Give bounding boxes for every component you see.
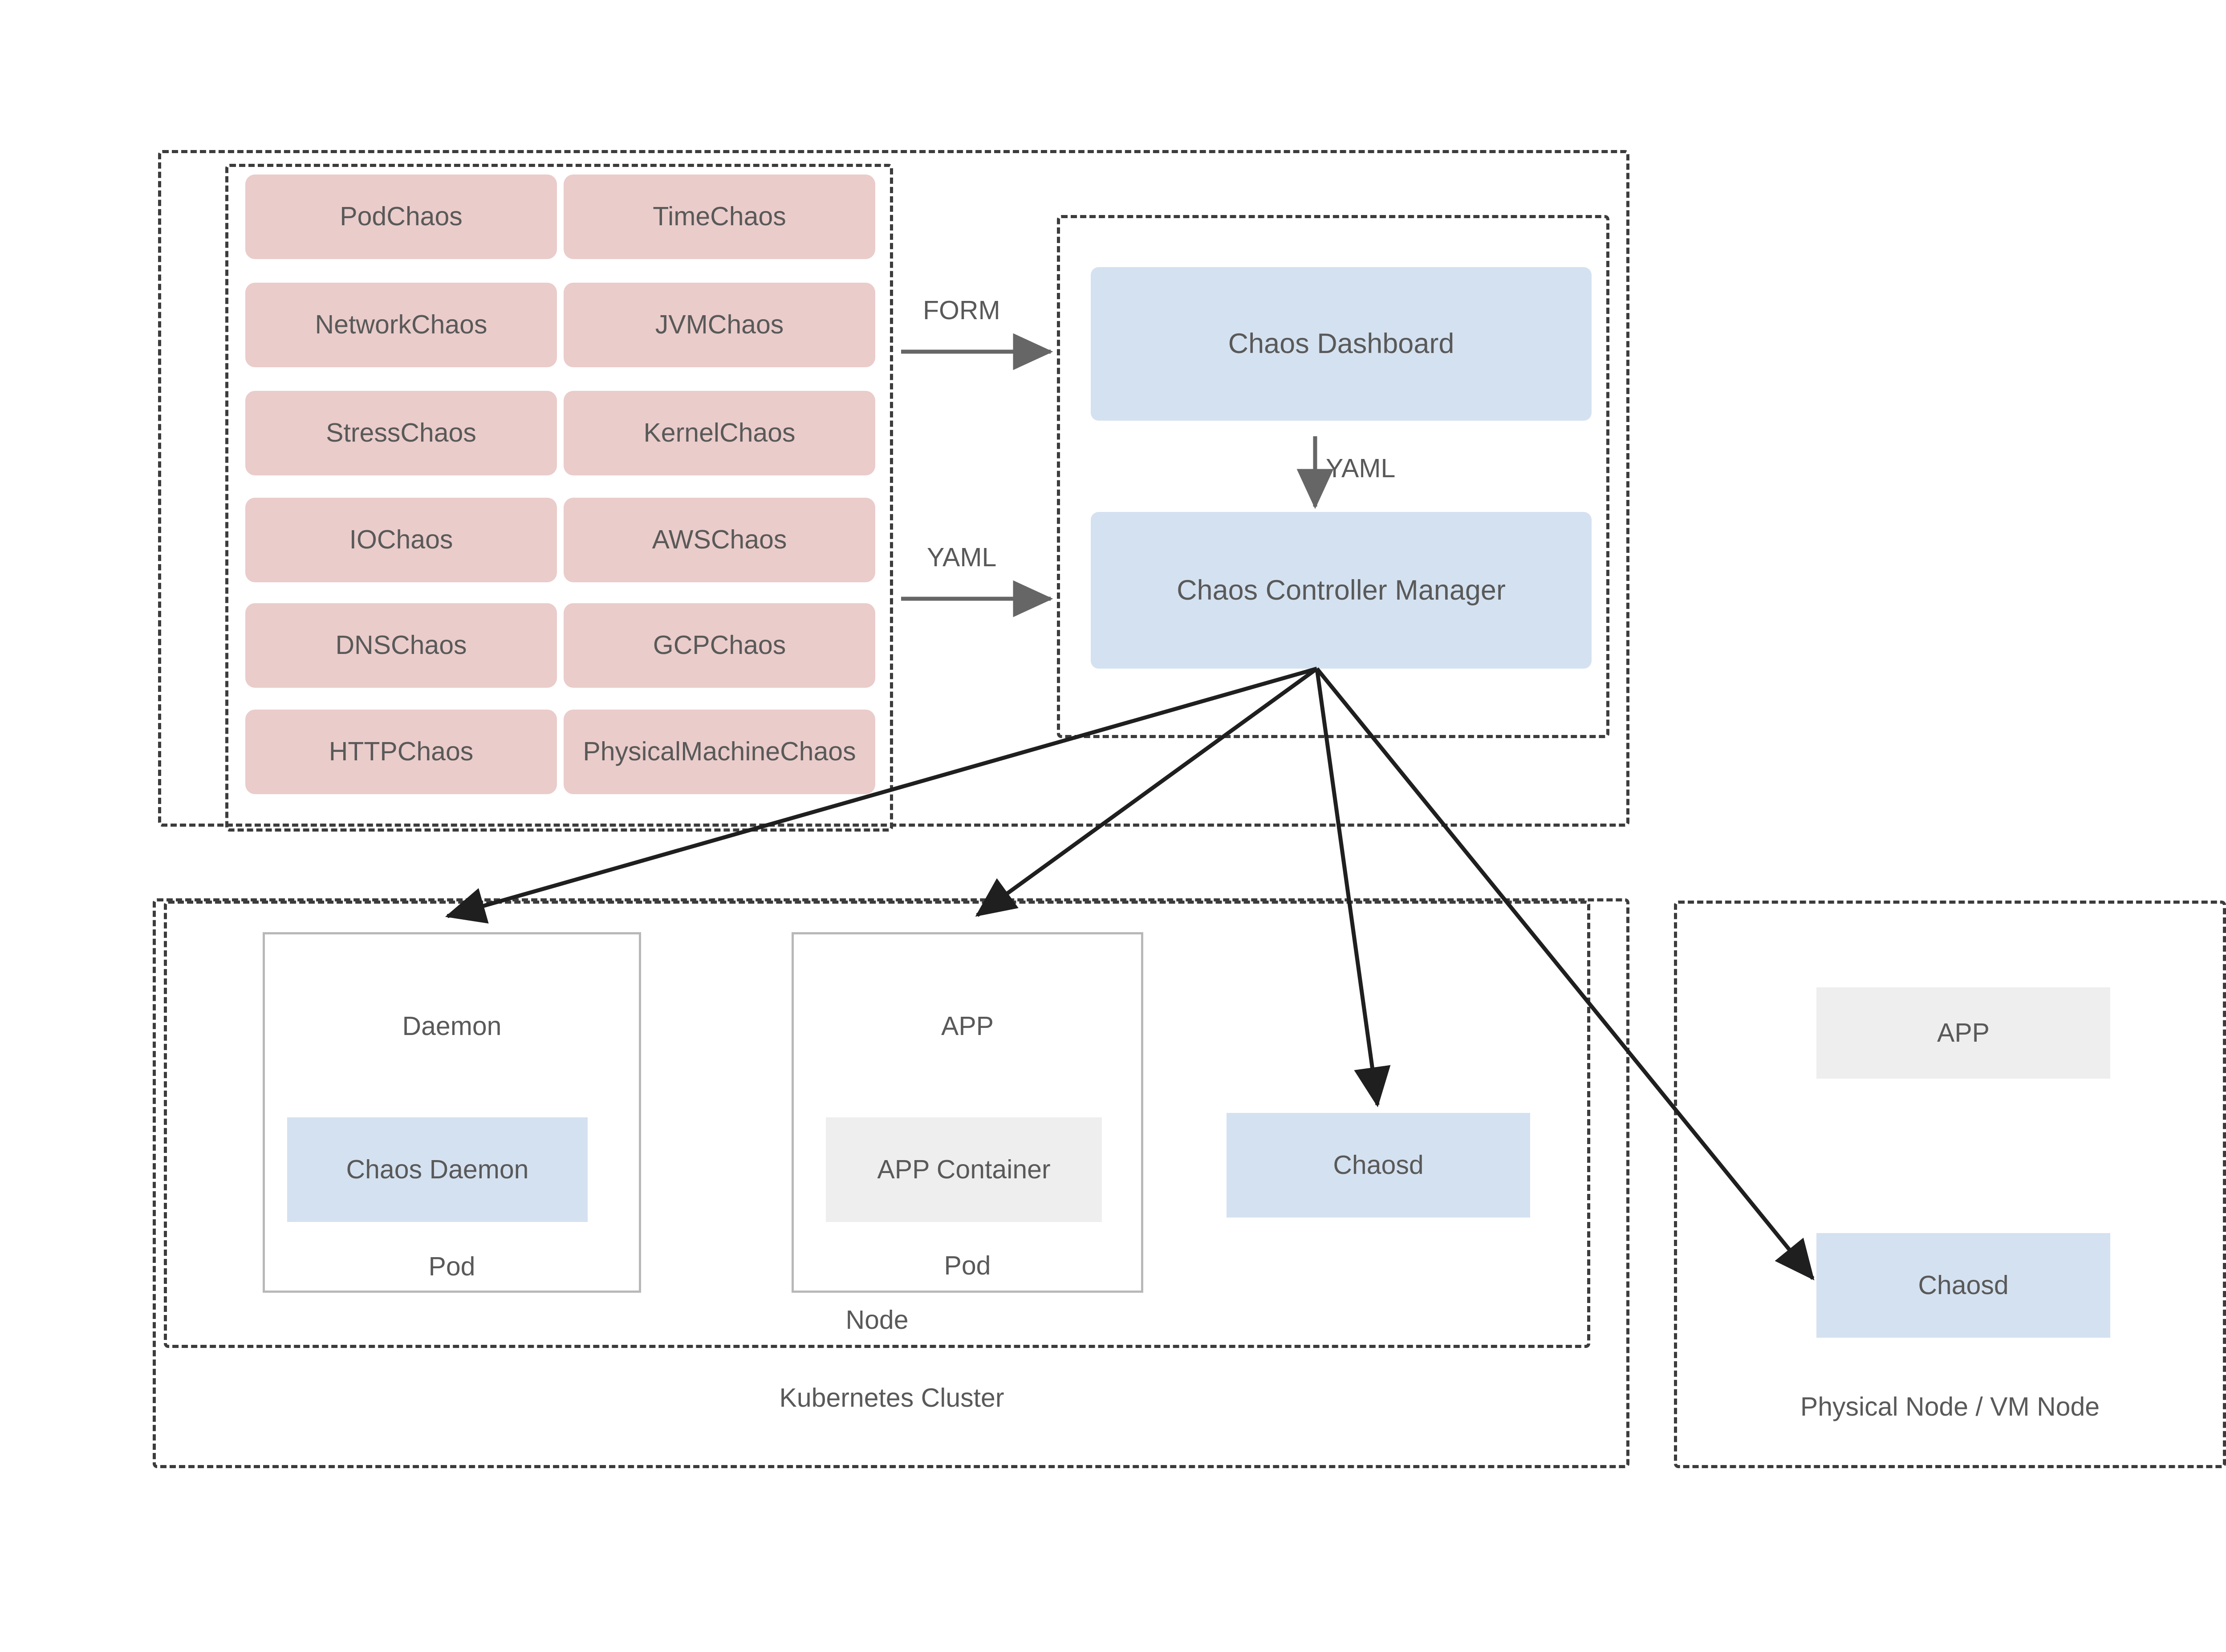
chaos-type-chip[interactable]: StressChaos <box>245 391 557 475</box>
chaos-controller-manager-box[interactable]: Chaos Controller Manager <box>1091 512 1592 669</box>
chaos-type-label: NetworkChaos <box>315 310 487 340</box>
physical-node-label: Physical Node / VM Node <box>1800 1392 2100 1421</box>
daemon-pod-box <box>263 932 641 1293</box>
physical-node-app-label: APP <box>1937 1018 1990 1047</box>
form-edge-label: FORM <box>923 296 1000 325</box>
chaos-type-chip[interactable]: IOChaos <box>245 498 557 582</box>
physical-node-chaosd-box[interactable]: Chaosd <box>1816 1233 2110 1338</box>
physical-node-chaosd-label: Chaosd <box>1918 1270 2009 1300</box>
chaos-type-chip[interactable]: KernelChaos <box>564 391 875 475</box>
chaos-type-chip[interactable]: PodChaos <box>245 175 557 259</box>
chaos-type-label: JVMChaos <box>655 310 784 340</box>
chaos-type-chip[interactable]: AWSChaos <box>564 498 875 582</box>
app-pod-bottom-label: Pod <box>944 1251 991 1280</box>
chaos-type-label: KernelChaos <box>643 418 796 448</box>
daemon-pod-top-label: Daemon <box>402 1011 502 1041</box>
app-container-box[interactable]: APP Container <box>826 1117 1102 1222</box>
app-pod-top-label: APP <box>941 1011 994 1041</box>
cluster-chaosd-box[interactable]: Chaosd <box>1227 1113 1530 1218</box>
yaml-external-edge-label: YAML <box>927 543 997 572</box>
chaos-type-chip[interactable]: PhysicalMachineChaos <box>564 710 875 794</box>
chaos-type-chip[interactable]: JVMChaos <box>564 283 875 367</box>
chaos-type-chip[interactable]: GCPChaos <box>564 603 875 688</box>
app-pod-box <box>792 932 1143 1293</box>
physical-node-app-box[interactable]: APP <box>1816 987 2110 1079</box>
chaos-type-label: PhysicalMachineChaos <box>583 737 856 767</box>
chaos-type-chip[interactable]: HTTPChaos <box>245 710 557 794</box>
physical-node-container <box>1674 901 2226 1468</box>
chaos-type-label: StressChaos <box>326 418 476 448</box>
chaos-type-label: AWSChaos <box>652 525 787 555</box>
yaml-internal-edge-label: YAML <box>1326 454 1396 483</box>
chaos-controller-manager-label: Chaos Controller Manager <box>1177 574 1506 606</box>
chaos-daemon-box[interactable]: Chaos Daemon <box>287 1117 588 1222</box>
chaos-type-label: TimeChaos <box>653 202 786 231</box>
daemon-pod-bottom-label: Pod <box>428 1252 475 1281</box>
chaos-type-chip[interactable]: DNSChaos <box>245 603 557 688</box>
chaos-dashboard-box[interactable]: Chaos Dashboard <box>1091 267 1592 421</box>
chaos-type-label: IOChaos <box>349 525 453 555</box>
chaos-type-label: HTTPChaos <box>329 737 474 767</box>
chaos-type-chip[interactable]: TimeChaos <box>564 175 875 259</box>
app-container-label: APP Container <box>877 1154 1051 1184</box>
chaos-daemon-label: Chaos Daemon <box>346 1154 529 1184</box>
chaos-type-label: PodChaos <box>340 202 463 231</box>
chaos-type-label: DNSChaos <box>335 630 467 660</box>
chaos-dashboard-label: Chaos Dashboard <box>1228 328 1454 360</box>
cluster-chaosd-label: Chaosd <box>1333 1150 1424 1180</box>
chaos-type-chip[interactable]: NetworkChaos <box>245 283 557 367</box>
chaos-type-label: GCPChaos <box>653 630 786 660</box>
kubernetes-cluster-label: Kubernetes Cluster <box>779 1383 1004 1413</box>
node-label: Node <box>845 1305 909 1335</box>
